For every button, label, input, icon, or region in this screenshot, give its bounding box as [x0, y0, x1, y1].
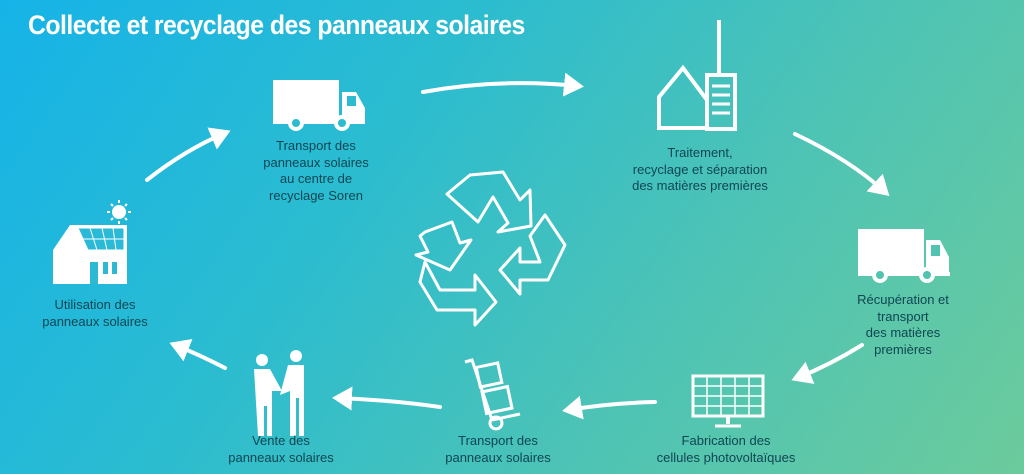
- sun-icon: [107, 200, 131, 224]
- truck-icon: [858, 229, 950, 283]
- step-label-manufacturing: Fabrication des cellules photovoltaïques: [656, 433, 796, 465]
- recycle-icon: [414, 170, 567, 327]
- arrow-7: [145, 127, 231, 182]
- step-label-recovery: Récupération et transport des matières p…: [857, 292, 949, 357]
- step-label-sale: Vente des panneaux solaires: [228, 433, 334, 465]
- step-label-transport-panels: Transport des panneaux solaires: [445, 433, 551, 465]
- factory-icon: [657, 20, 737, 131]
- solar-panel-icon: [691, 374, 765, 428]
- diagram-title: Collecte et recyclage des panneaux solai…: [28, 10, 525, 40]
- arrow-5: [332, 386, 442, 411]
- arrow-2: [793, 132, 890, 197]
- arrow-3: [791, 343, 864, 385]
- arrow-6: [169, 339, 227, 370]
- step-label-treatment: Traitement, recyclage et séparation des …: [632, 145, 768, 193]
- arrow-1: [421, 72, 584, 97]
- step-label-transport-to-recycling: Transport des panneaux solaires au centr…: [263, 138, 369, 203]
- hand-truck-icon: [464, 358, 521, 431]
- solar-house-icon: [53, 200, 131, 284]
- handshake-icon: [254, 350, 304, 436]
- step-label-use: Utilisation des panneaux solaires: [42, 297, 148, 329]
- arrow-4: [562, 395, 657, 420]
- cycle-arrows: [145, 72, 890, 420]
- truck-icon: [273, 80, 365, 131]
